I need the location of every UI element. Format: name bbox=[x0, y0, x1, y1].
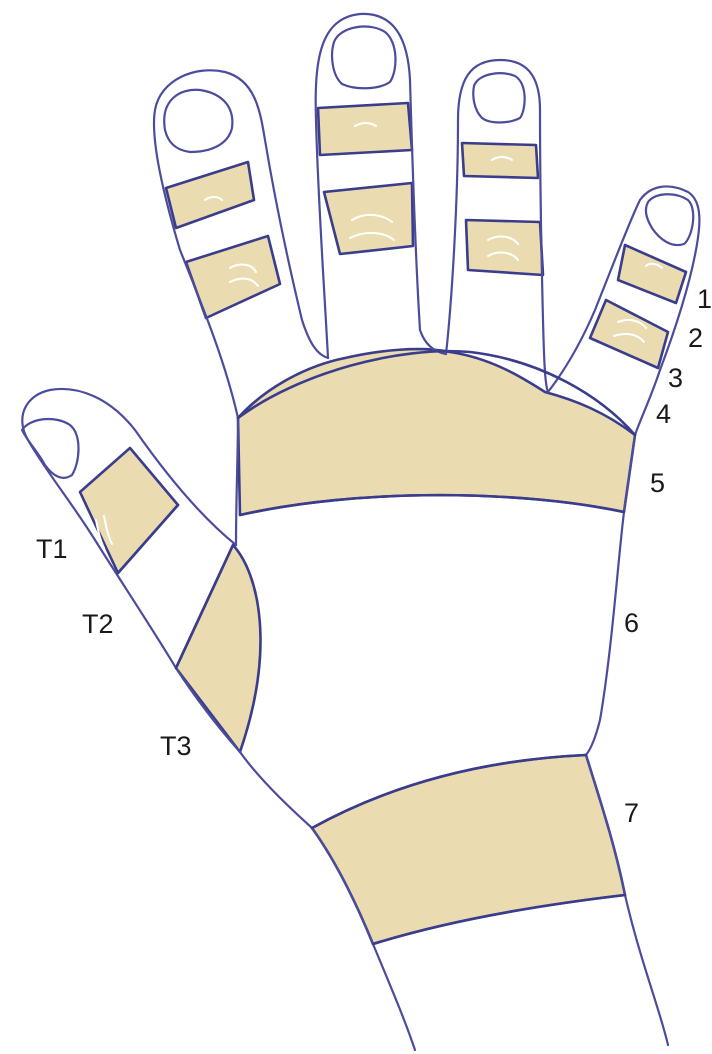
label-zone-t1: T1 bbox=[36, 534, 68, 564]
zone-middle-middle bbox=[324, 183, 413, 254]
zone-5-palm-band bbox=[238, 349, 635, 515]
zone-index-distal bbox=[166, 162, 254, 228]
zone-ring-middle bbox=[466, 220, 543, 275]
label-zone-5: 5 bbox=[650, 468, 665, 498]
middle-nail bbox=[332, 27, 395, 89]
zone-middle-distal bbox=[318, 103, 412, 155]
label-zone-t2: T2 bbox=[82, 609, 114, 639]
label-zone-3: 3 bbox=[668, 363, 683, 393]
little-nail bbox=[646, 194, 693, 245]
index-nail bbox=[164, 90, 232, 152]
palm-little-edge bbox=[586, 435, 668, 1045]
zone-7-wrist-band bbox=[312, 755, 625, 944]
zone-index-middle bbox=[186, 236, 280, 318]
label-zone-t3: T3 bbox=[160, 731, 192, 761]
label-zone-1: 1 bbox=[697, 284, 712, 314]
label-zone-2: 2 bbox=[688, 323, 703, 353]
label-zone-4: 4 bbox=[656, 399, 671, 429]
zone-little-distal bbox=[618, 245, 686, 303]
shaded-zones bbox=[80, 103, 686, 944]
ring-nail bbox=[473, 73, 524, 122]
zone-ring-distal bbox=[462, 143, 538, 178]
label-zone-6: 6 bbox=[624, 608, 639, 638]
thumb-nail bbox=[22, 419, 79, 478]
label-zone-7: 7 bbox=[624, 798, 639, 828]
